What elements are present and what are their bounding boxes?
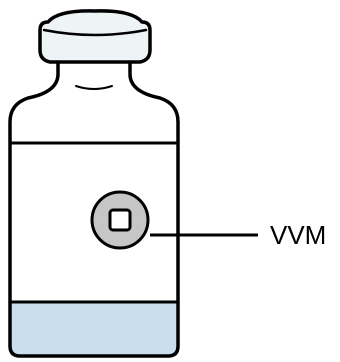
vial-shoulder-line	[76, 86, 112, 89]
vial-liquid	[10, 302, 178, 356]
vvm-label: VVM	[270, 220, 326, 250]
vvm-indicator	[92, 192, 148, 248]
vial-cap	[40, 11, 150, 62]
vvm-inner-square	[110, 210, 130, 230]
